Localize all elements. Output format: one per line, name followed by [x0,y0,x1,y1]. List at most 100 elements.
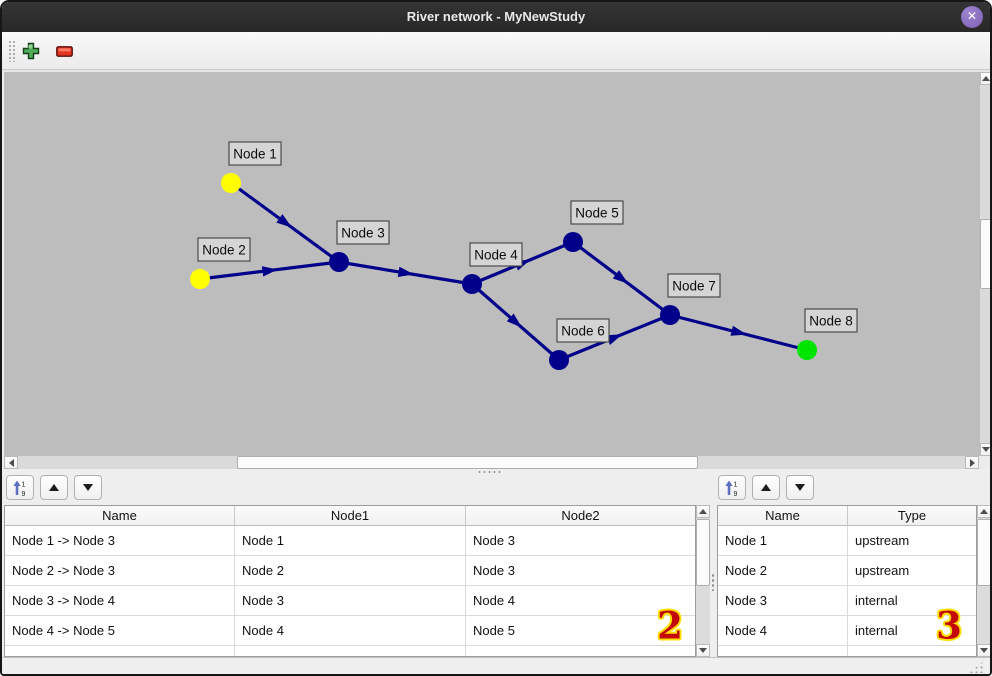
column-header[interactable]: Name [718,506,848,525]
table-cell[interactable]: Node 4 [718,616,848,646]
table-cell[interactable]: Node 2 -> Node 3 [5,556,235,586]
table-cell[interactable]: Node 2 [235,556,466,586]
move-node-down-button[interactable] [786,475,814,500]
network-node[interactable] [462,274,482,294]
sort-reaches-button[interactable]: 1 9 [6,475,34,500]
network-node[interactable] [190,269,210,289]
arrow-down-icon [980,648,988,653]
add-button[interactable] [18,38,44,64]
network-node[interactable] [660,305,680,325]
table-cell[interactable]: Node 3 [466,556,695,586]
scroll-up-button[interactable] [980,72,990,85]
canvas-vertical-scrollbar[interactable] [980,72,990,456]
network-edge[interactable] [470,282,561,362]
network-edge[interactable] [199,260,340,281]
canvas-horizontal-scrollbar[interactable] [4,456,979,469]
scroll-down-button[interactable] [980,443,990,456]
network-node[interactable] [563,232,583,252]
titlebar[interactable]: River network - MyNewStudy ✕ [2,2,990,32]
node-label[interactable]: Node 4 [469,242,523,267]
table-cell[interactable]: internal [848,616,976,646]
node-label[interactable]: Node 6 [556,318,610,343]
node-label[interactable]: Node 5 [570,200,624,225]
arrow-up-icon [699,509,707,514]
reaches-scroll-thumb[interactable] [696,519,710,586]
edge-arrow-icon [606,334,623,345]
move-node-up-button[interactable] [752,475,780,500]
sort-nodes-button[interactable]: 1 9 [718,475,746,500]
scroll-down-button[interactable] [977,644,990,657]
svg-text:9: 9 [22,491,26,497]
network-edge[interactable] [338,260,473,286]
node-label[interactable]: Node 2 [197,237,251,262]
table-cell[interactable]: internal [848,586,976,616]
table-cell[interactable]: Node 4 [235,616,466,646]
scroll-up-button[interactable] [696,505,710,518]
close-button[interactable]: ✕ [961,6,983,28]
resize-grip-icon[interactable] [969,660,985,673]
node-label[interactable]: Node 1 [228,141,282,166]
table-cell[interactable]: Node 3 [718,586,848,616]
pane-splitter[interactable] [2,469,990,475]
canvas-hscroll-thumb[interactable] [237,456,698,469]
column-header[interactable]: Name [5,506,235,525]
node-label[interactable]: Node 3 [336,220,390,245]
network-edge[interactable] [572,240,671,317]
tables-splitter[interactable] [710,505,717,657]
table-cell[interactable]: Node 1 [235,526,466,556]
column-header[interactable]: Node2 [561,508,600,523]
scroll-down-button[interactable] [696,644,710,657]
svg-text:1: 1 [734,481,738,488]
table-cell[interactable]: Node 3 [466,526,695,556]
network-node[interactable] [221,173,241,193]
scroll-right-button[interactable] [965,456,979,469]
toolbar-drag-handle[interactable] [8,40,15,62]
network-canvas[interactable]: Node 1 Node 2 Node 3 Node 4 Node 5 Node 6 Node… [4,72,980,523]
node-label[interactable]: Node 7 [667,273,721,298]
network-svg: Node 1 Node 2 Node 3 Node 4 Node 5 Node 6 Node… [190,141,858,370]
remove-button[interactable] [51,38,77,64]
network-node[interactable] [549,350,569,370]
arrow-right-icon [969,458,975,467]
table-cell[interactable]: Node 4 [466,586,695,616]
scroll-left-button[interactable] [4,456,18,469]
arrow-up-icon [980,509,988,514]
nodes-table-scrollbar[interactable] [977,505,990,657]
table-cell[interactable]: Node 1 -> Node 3 [5,526,235,556]
network-node[interactable] [329,252,349,272]
table-cell[interactable]: upstream [848,556,976,586]
table-cell[interactable]: Node 3 -> Node 4 [5,586,235,616]
node-label[interactable]: Node 8 [804,308,858,333]
reaches-table-scrollbar[interactable] [696,505,710,657]
table-cell[interactable]: Node 2 [718,556,848,586]
scroll-up-button[interactable] [977,505,990,518]
move-up-icon [49,484,59,491]
empty-row [5,646,695,656]
table-cell[interactable]: upstream [848,526,976,556]
network-node[interactable] [797,340,817,360]
network-edge[interactable] [669,313,808,352]
move-reach-down-button[interactable] [74,475,102,500]
column-header[interactable]: Node1 [235,506,466,525]
table-cell[interactable]: Node 1 [718,526,848,556]
table-cell[interactable]: Node 5 [466,616,695,646]
column-header[interactable]: Type [897,508,927,523]
table-cell [235,646,466,656]
move-reach-up-button[interactable] [40,475,68,500]
edge-arrow-icon [506,313,522,328]
network-edge[interactable] [558,313,671,362]
table-cell[interactable]: Node 4 -> Node 5 [5,616,235,646]
nodes-scroll-thumb[interactable] [977,519,990,586]
network-edge[interactable] [230,181,340,264]
table-cell[interactable]: Node 3 [235,586,466,616]
canvas-vscroll-thumb[interactable] [980,219,990,289]
